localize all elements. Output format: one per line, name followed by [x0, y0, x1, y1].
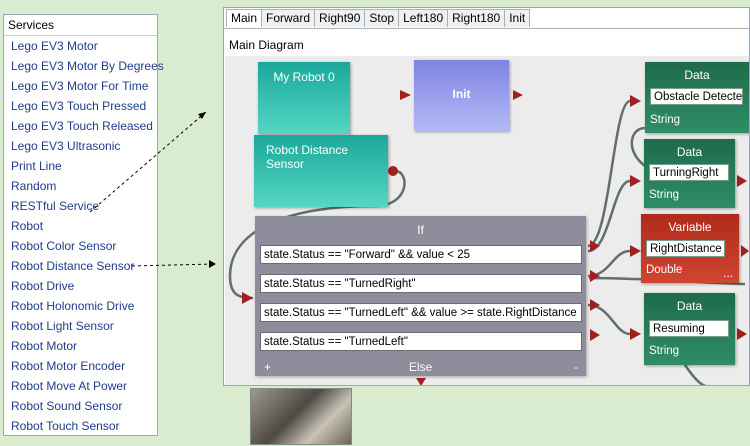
service-item[interactable]: Robot Color Sensor: [11, 239, 117, 253]
service-item[interactable]: Lego EV3 Touch Pressed: [11, 99, 147, 113]
data-value-field[interactable]: Obstacle Detected: [650, 88, 743, 105]
arrow-init-out: [513, 90, 523, 100]
init-block[interactable]: Init: [414, 60, 509, 131]
else-row: + Else -: [255, 360, 586, 376]
data-block-resuming[interactable]: Data Resuming String: [644, 293, 735, 365]
tab-main[interactable]: Main: [226, 9, 263, 27]
service-item[interactable]: Lego EV3 Motor For Time: [11, 79, 149, 93]
distance-sensor-block[interactable]: Robot Distance Sensor: [254, 135, 388, 207]
wire-if2-var: [587, 249, 631, 278]
arrow-else-out: [416, 378, 426, 385]
tab-right90[interactable]: Right90: [314, 9, 366, 27]
service-item[interactable]: Robot Sound Sensor: [11, 399, 123, 413]
service-item[interactable]: Robot: [11, 219, 44, 233]
service-item[interactable]: Lego EV3 Motor: [11, 39, 98, 53]
if-condition-1[interactable]: state.Status == "Forward" && value < 25: [260, 245, 582, 264]
service-item[interactable]: Robot Touch Sensor: [11, 419, 120, 433]
if-block[interactable]: If state.Status == "Forward" && value < …: [255, 216, 586, 376]
services-title: Services: [4, 15, 157, 36]
service-item[interactable]: Lego EV3 Motor By Degrees: [11, 59, 164, 73]
remove-condition-button[interactable]: -: [574, 360, 578, 374]
variable-name-field[interactable]: RightDistance: [646, 240, 725, 257]
service-item[interactable]: Robot Drive: [11, 279, 75, 293]
diagram-title: Main Diagram: [229, 38, 304, 52]
data-type: String: [650, 114, 681, 126]
arrow-data4-out: [737, 328, 747, 340]
variable-more[interactable]: ...: [722, 266, 733, 280]
tab-init[interactable]: Init: [504, 9, 531, 27]
service-item[interactable]: Robot Holonomic Drive: [11, 299, 135, 313]
arrow-if-in: [242, 292, 253, 304]
robot-photo-thumbnail: [250, 388, 352, 445]
service-item[interactable]: Print Line: [11, 159, 62, 173]
arrow-data2-out: [737, 175, 747, 187]
arrow-init-in: [400, 90, 411, 100]
if-condition-2[interactable]: state.Status == "TurnedRight": [260, 274, 582, 293]
distance-sensor-label: Robot Distance Sensor: [266, 143, 349, 171]
robot-block[interactable]: My Robot 0: [258, 62, 350, 134]
arrow-if1-out: [590, 240, 600, 252]
variable-header: Variable: [668, 220, 712, 234]
data-header: Data: [676, 299, 703, 313]
data-block-turning-right[interactable]: Data TurningRight String: [644, 139, 735, 208]
init-label: Init: [452, 87, 471, 101]
annotation-arrowhead-distance: [209, 260, 216, 268]
tab-stop[interactable]: Stop: [364, 9, 400, 27]
annotation-arrowhead-robot: [198, 112, 206, 119]
robot-block-label: My Robot 0: [273, 70, 335, 84]
add-condition-button[interactable]: +: [264, 360, 272, 374]
arrow-if3-out: [590, 299, 600, 311]
wire-if3-data4: [587, 303, 631, 336]
service-item[interactable]: Robot Motor Encoder: [11, 359, 126, 373]
service-item[interactable]: Lego EV3 Touch Released: [11, 119, 153, 133]
service-item[interactable]: Robot Distance Sensor: [11, 259, 135, 273]
wire-data4-out: [683, 364, 707, 385]
arrow-if4-out: [590, 329, 600, 341]
else-label: Else: [408, 360, 433, 374]
tab-forward[interactable]: Forward: [261, 9, 316, 27]
data-header: Data: [684, 68, 710, 82]
arrow-var-out: [741, 245, 749, 257]
diagram-canvas[interactable]: My Robot 0 Robot Distance Sensor Init Da…: [225, 56, 749, 385]
variable-type: Double: [646, 264, 683, 276]
if-condition-4[interactable]: state.Status == "TurnedLeft": [260, 332, 582, 351]
if-title: If: [417, 223, 424, 237]
tab-right180[interactable]: Right180: [447, 9, 506, 27]
arrow-data2-in: [630, 175, 641, 187]
arrow-data1-in: [630, 95, 641, 107]
service-item[interactable]: Random: [11, 179, 57, 193]
service-item[interactable]: RESTful Service: [11, 199, 100, 213]
wire-if1-data1: [587, 99, 631, 248]
data-block-obstacle[interactable]: Data Obstacle Detected String: [645, 62, 749, 133]
if-condition-3[interactable]: state.Status == "TurnedLeft" && value >=…: [260, 303, 582, 322]
arrow-data4-in: [630, 328, 641, 340]
service-item[interactable]: Robot Move At Power: [11, 379, 128, 393]
service-item[interactable]: Robot Light Sensor: [11, 319, 114, 333]
wire-if1-data2: [587, 179, 631, 253]
data-value-field[interactable]: Resuming: [649, 320, 729, 337]
sensor-output-dot: [388, 166, 398, 176]
data-type: String: [649, 345, 680, 357]
arrow-if2-out: [590, 270, 600, 282]
data-value-field[interactable]: TurningRight: [649, 164, 729, 181]
service-item[interactable]: Robot Motor: [11, 339, 78, 353]
tab-left180[interactable]: Left180: [398, 9, 449, 27]
data-header: Data: [676, 145, 703, 159]
service-item[interactable]: Lego EV3 Ultrasonic: [11, 139, 121, 153]
arrow-var-in: [630, 245, 641, 257]
data-type: String: [649, 189, 680, 201]
variable-block[interactable]: Variable RightDistance Double ...: [641, 214, 739, 283]
